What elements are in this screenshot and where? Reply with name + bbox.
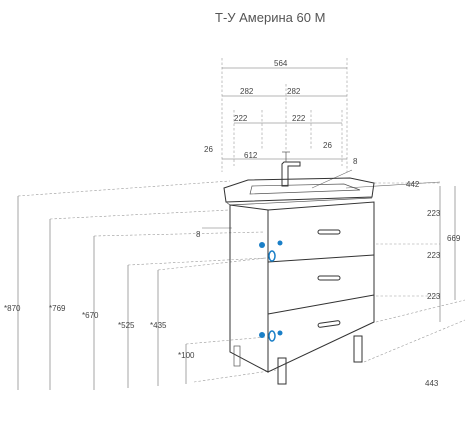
dim-inner-right: 222 xyxy=(292,114,306,123)
dim-inner-left: 222 xyxy=(234,114,248,123)
dim-depth-bottom: 443 xyxy=(425,379,439,388)
front-panel xyxy=(267,201,375,373)
drawer-handle-3 xyxy=(317,320,341,328)
dim-height-525: *525 xyxy=(118,321,135,330)
connection-point-4 xyxy=(277,330,283,336)
faucet xyxy=(281,161,301,187)
dim-height-100: *100 xyxy=(178,351,195,360)
dim-edge-right: 26 xyxy=(323,141,332,150)
dim-height-769: *769 xyxy=(49,304,66,313)
dim-center-gap: 612 xyxy=(244,151,258,160)
dim-width-total: 564 xyxy=(274,59,288,68)
dim-depth-top: 442 xyxy=(406,180,420,189)
dimension-lines xyxy=(17,67,456,390)
washbasin-bowl xyxy=(249,183,361,195)
dim-drawer-3: 223 xyxy=(427,292,441,301)
drawer-handle-2 xyxy=(317,275,341,281)
connection-point-1 xyxy=(259,242,265,248)
dim-drawer-2: 223 xyxy=(427,251,441,260)
dimension-labels: 564 282 282 222 222 26 612 26 8 442 8 22… xyxy=(4,59,461,388)
dim-edge-left: 26 xyxy=(204,145,213,154)
dim-side-offset-label: 8 xyxy=(196,230,201,239)
leg-front-right xyxy=(353,335,363,363)
leg-back-left xyxy=(233,345,241,367)
connection-point-3 xyxy=(259,332,265,338)
connection-markers xyxy=(259,240,283,342)
side-panel xyxy=(229,204,269,373)
dim-drawer-1: 223 xyxy=(427,209,441,218)
drawer-handle-1 xyxy=(317,229,341,235)
connection-outlet-2 xyxy=(268,330,276,342)
extension-lines xyxy=(17,58,466,383)
dim-height-670: *670 xyxy=(82,311,99,320)
connection-outlet-1 xyxy=(268,250,276,262)
dim-sink-width-label: 8 xyxy=(353,157,358,166)
dim-height-435: *435 xyxy=(150,321,167,330)
dim-half-left: 282 xyxy=(240,87,254,96)
leg-front-left xyxy=(277,357,287,385)
drawer-divider-1 xyxy=(267,254,375,263)
dim-body-height: 669 xyxy=(447,234,461,243)
drawing-title: Т-У Америна 60 М xyxy=(215,10,325,25)
vanity-cabinet xyxy=(223,151,375,385)
drawer-divider-2 xyxy=(267,294,375,315)
dim-half-right: 282 xyxy=(287,87,301,96)
connection-point-2 xyxy=(277,240,283,246)
dim-height-870: *870 xyxy=(4,304,21,313)
